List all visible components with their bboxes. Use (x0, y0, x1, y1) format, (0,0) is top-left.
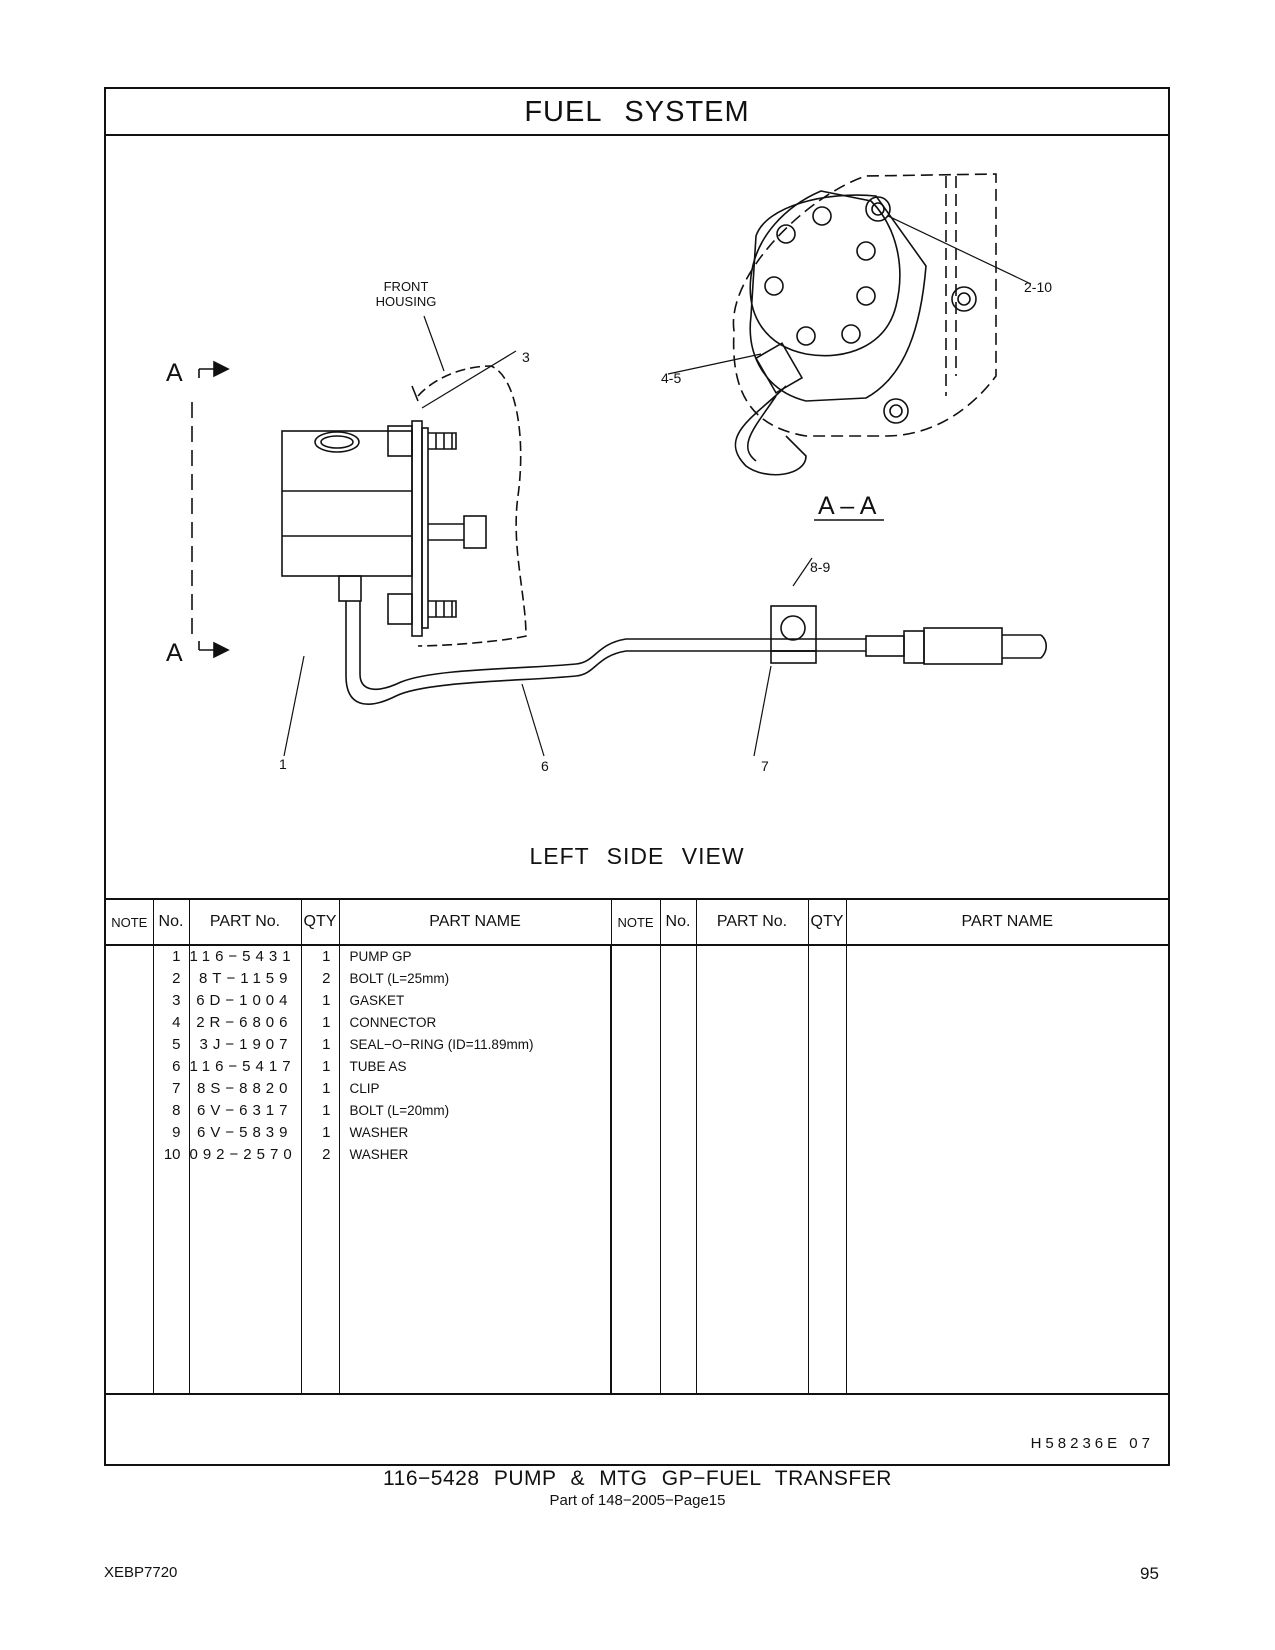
col-part-no: PART No. (188, 898, 301, 946)
row-qty: 2 (322, 970, 331, 987)
page-number: 95 (1140, 1564, 1159, 1583)
section-title: FUEL SYSTEM (106, 89, 1168, 136)
col-no-2: No. (659, 898, 696, 946)
group-subtitle: Part of 148−2005−Page15 (549, 1492, 726, 1509)
parts-table: NOTE No. PART No. QTY PART NAME NOTE No.… (106, 898, 1168, 1393)
note-column-2 (610, 945, 660, 1393)
callout-2-10: 2-10 (1024, 279, 1052, 295)
col-no: No. (152, 898, 189, 946)
row-no: 4 (172, 1014, 181, 1031)
row-no: 1 (172, 948, 181, 965)
bolt-upper (387, 425, 413, 457)
row-qty: 2 (322, 1146, 331, 1163)
no-column: 1 2 3 4 5 6 7 8 9 10 (152, 945, 189, 1393)
row-part-no: 116−5431 (189, 948, 296, 965)
parts-table-body: 1 2 3 4 5 6 7 8 9 10 116−5431 8T−1159 6D… (106, 945, 1168, 1393)
note-column (106, 945, 153, 1393)
row-no: 5 (172, 1036, 181, 1053)
row-qty: 1 (322, 1036, 331, 1053)
row-part-name: PUMP GP (349, 949, 412, 964)
col-note-2: NOTE (610, 898, 660, 946)
col-note: NOTE (106, 898, 153, 946)
callout-3: 3 (522, 349, 530, 365)
view-caption: LEFT SIDE VIEW (529, 843, 745, 869)
row-qty: 1 (322, 1080, 331, 1097)
row-qty: 1 (322, 1058, 331, 1075)
row-no: 8 (172, 1102, 181, 1119)
row-part-name: BOLT (L=25mm) (349, 971, 450, 986)
row-qty: 1 (322, 1014, 331, 1031)
row-qty: 1 (322, 1124, 331, 1141)
row-part-no: 2R−6806 (196, 1014, 293, 1031)
part-name-column: PUMP GP BOLT (L=25mm) GASKET CONNECTOR S… (338, 945, 611, 1393)
col-qty: QTY (300, 898, 339, 946)
row-part-no: 092−2570 (189, 1146, 297, 1163)
flange-bolt-holes (764, 206, 876, 346)
row-part-name: TUBE AS (349, 1059, 407, 1074)
part-no-column-2 (695, 945, 808, 1393)
row-qty: 1 (322, 948, 331, 965)
qty-column: 1 2 1 1 1 1 1 1 1 2 (300, 945, 339, 1393)
section-marker-bottom: A (166, 639, 183, 667)
row-part-no: 6V−6317 (197, 1102, 293, 1119)
parts-illustration: FRONT HOUSING A A 3 1 6 7 8-9 4-5 2-10 A… (166, 173, 1052, 774)
row-part-no: 8T−1159 (198, 970, 293, 987)
callout-7: 7 (761, 758, 769, 774)
pump-body (281, 430, 413, 577)
section-aa-label: A – A (818, 492, 877, 520)
row-no: 6 (172, 1058, 181, 1075)
bolt-lower (387, 593, 413, 625)
part-no-column: 116−5431 8T−1159 6D−1004 2R−6806 3J−1907… (188, 945, 301, 1393)
illustration-ref-code: H58236E 07 (1030, 1435, 1154, 1452)
part-name-column-2 (845, 945, 1168, 1393)
row-part-name: WASHER (349, 1147, 409, 1162)
row-part-no: 6D−1004 (196, 992, 293, 1009)
row-part-no: 3J−1907 (199, 1036, 293, 1053)
parts-table-header: NOTE No. PART No. QTY PART NAME NOTE No.… (106, 898, 1168, 946)
row-no: 3 (172, 992, 181, 1009)
callout-6: 6 (541, 758, 549, 774)
col-part-name: PART NAME (338, 898, 611, 946)
row-part-name: SEAL−O−RING (ID=11.89mm) (349, 1037, 534, 1052)
front-housing-label-2: HOUSING (376, 294, 437, 309)
qty-column-2 (807, 945, 846, 1393)
col-part-no-2: PART No. (695, 898, 808, 946)
row-no: 7 (172, 1080, 181, 1097)
document-code: XEBP7720 (104, 1564, 178, 1581)
no-column-2 (659, 945, 696, 1393)
row-part-name: GASKET (349, 993, 405, 1008)
row-part-no: 116−5417 (189, 1058, 296, 1075)
row-no: 9 (172, 1124, 181, 1141)
parts-page-frame: FUEL SYSTEM (104, 87, 1170, 1466)
row-no: 2 (172, 970, 181, 987)
group-title: 116−5428 PUMP & MTG GP−FUEL TRANSFER (383, 1467, 892, 1490)
pump-flange-aa (749, 190, 901, 357)
col-part-name-2: PART NAME (845, 898, 1168, 946)
callout-4-5: 4-5 (661, 370, 681, 386)
row-qty: 1 (322, 1102, 331, 1119)
callout-1: 1 (279, 756, 287, 772)
illustration-ref-box: H58236E 07 (106, 1393, 1168, 1464)
row-part-no: 8S−8820 (197, 1080, 293, 1097)
col-qty-2: QTY (807, 898, 846, 946)
row-part-name: BOLT (L=20mm) (349, 1103, 450, 1118)
row-no: 10 (163, 1146, 181, 1163)
front-housing-label-1: FRONT (384, 279, 429, 294)
pump-flange (411, 420, 423, 637)
tube-clip (770, 605, 817, 652)
section-marker-top: A (166, 359, 183, 387)
row-part-name: CLIP (349, 1081, 380, 1096)
row-part-no: 6V−5839 (197, 1124, 293, 1141)
row-part-name: CONNECTOR (349, 1015, 437, 1030)
row-part-name: WASHER (349, 1125, 409, 1140)
callout-8-9: 8-9 (810, 559, 830, 575)
row-qty: 1 (322, 992, 331, 1009)
